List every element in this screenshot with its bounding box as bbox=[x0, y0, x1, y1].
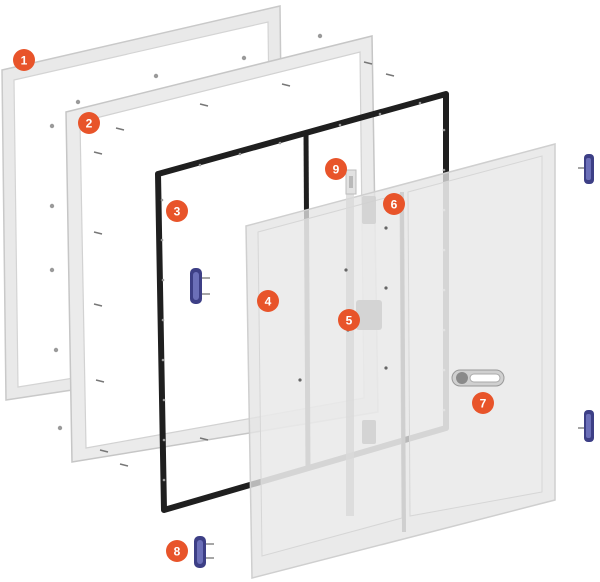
door-handle-icon bbox=[451, 369, 505, 387]
callout-9: 9 bbox=[325, 158, 347, 180]
callout-2-label: 2 bbox=[86, 117, 93, 131]
hinge-bottom-icon bbox=[194, 536, 214, 568]
callout-7: 7 bbox=[472, 392, 494, 414]
callout-3: 3 bbox=[166, 200, 188, 222]
callout-4: 4 bbox=[257, 290, 279, 312]
callout-8-label: 8 bbox=[174, 545, 181, 559]
callout-7-label: 7 bbox=[480, 397, 487, 411]
callout-4-label: 4 bbox=[265, 295, 272, 309]
center-mullion-lock bbox=[298, 186, 388, 516]
callout-8: 8 bbox=[166, 540, 188, 562]
outer-frame-screws bbox=[49, 33, 323, 431]
callout-2: 2 bbox=[78, 112, 100, 134]
callout-6-label: 6 bbox=[391, 198, 398, 212]
inner-frame-screws bbox=[93, 61, 395, 467]
callout-5: 5 bbox=[338, 309, 360, 331]
hinge-right-top-icon bbox=[578, 154, 594, 184]
callout-9-label: 9 bbox=[333, 163, 340, 177]
callout-1-label: 1 bbox=[21, 54, 28, 68]
callout-5-label: 5 bbox=[346, 314, 353, 328]
hinge-left-icon bbox=[190, 268, 210, 304]
door-panels bbox=[245, 143, 556, 579]
callout-6: 6 bbox=[383, 193, 405, 215]
hinge-right-bottom-icon bbox=[578, 410, 594, 442]
mullion-bracket-icon bbox=[345, 169, 357, 195]
callout-1: 1 bbox=[13, 49, 35, 71]
callout-3-label: 3 bbox=[174, 205, 181, 219]
